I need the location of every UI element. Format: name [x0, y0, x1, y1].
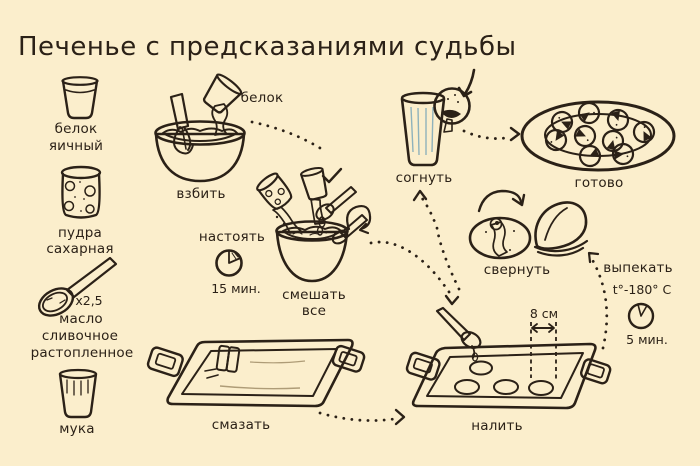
rest-time: 15 мин.: [211, 281, 261, 296]
arrow-into-glass-icon: [463, 68, 476, 96]
grease-label: смазать: [212, 417, 271, 433]
butter-label-line3: растопленное: [31, 345, 134, 361]
arrowhead-corner-icon: [587, 251, 600, 264]
bend-label: согнуть: [396, 170, 453, 186]
mix-bowl-icon: [256, 166, 372, 283]
grease-tray-icon: [146, 338, 366, 408]
path-whip-to-mix: [250, 120, 322, 150]
path-pour-to-bake: [591, 259, 609, 350]
pouring-glass-icon: [202, 73, 243, 114]
pour-tray-icon: [405, 306, 612, 410]
timer-15min-icon: [215, 249, 243, 277]
fortune-cookies-group: [544, 101, 656, 168]
pour-label: налить: [471, 418, 523, 434]
folded-cookie-icon: [534, 201, 588, 250]
sugar-label-line2: сахарная: [46, 241, 113, 257]
egg-white-label-line1: белок: [55, 121, 98, 137]
whip-pouring-label: белок: [241, 90, 284, 106]
bake-time: 5 мин.: [626, 332, 668, 347]
egg-white-label-line2: яичный: [49, 138, 103, 154]
fold-label: свернуть: [484, 262, 551, 278]
timer-5min-icon: [627, 302, 655, 330]
bake-temperature: t°-180° C: [613, 282, 672, 297]
whip-label: взбить: [176, 186, 225, 202]
arrowhead-right-icon: [509, 126, 521, 142]
stir-loop-arrow-icon: [346, 204, 372, 231]
fold-cookie-icon: [468, 189, 589, 260]
ready-label: готово: [575, 175, 624, 191]
butter-spoon-icon: [37, 256, 118, 317]
whisk-icon: [169, 92, 190, 131]
butter-drip-spoon-icon: [325, 186, 357, 214]
butter-label-line1: масло: [59, 311, 103, 327]
path-grease-to-pour: [318, 411, 396, 422]
arrowhead-up-icon: [412, 189, 428, 202]
mix-label-line2: все: [302, 303, 326, 319]
rest-label: настоять: [199, 229, 265, 245]
pouring-sugar-jar-icon: [256, 172, 293, 210]
path-pour-to-bend: [420, 196, 461, 291]
whip-bowl-icon: [154, 73, 246, 183]
mix-label-line1: смешать: [282, 287, 346, 303]
ready-plate-icon: [520, 100, 676, 172]
arrowhead-icon: [457, 86, 473, 98]
bend-glass-icon: [400, 87, 471, 167]
spacing-dimension: [530, 322, 557, 382]
pour-spacing-label: 8 см: [530, 306, 558, 321]
butter-quantity: x2,5: [75, 293, 102, 308]
arrowhead-down-icon: [444, 294, 460, 306]
checkmark-icon: [321, 167, 343, 184]
butter-label-line2: сливочное: [42, 328, 118, 344]
bake-label: выпекать: [603, 260, 673, 276]
sugar-label-line1: пудра: [58, 225, 102, 241]
page-title: Печенье с предсказаниями судьбы: [18, 32, 517, 62]
flip-arrow-icon: [477, 189, 523, 213]
egg-white-glass-icon: [61, 76, 99, 120]
pouring-flour-glass-icon: [300, 166, 328, 201]
flour-label: мука: [59, 421, 94, 437]
arrowhead-right-icon: [394, 408, 406, 426]
butter-stick-icon: [215, 344, 241, 373]
path-bend-to-ready: [462, 129, 513, 140]
powdered-sugar-jar-icon: [60, 165, 102, 219]
path-mix-to-pour: [369, 240, 454, 299]
pouring-spoon-icon: [435, 306, 472, 342]
fortune-paper-icon: [490, 221, 508, 257]
flour-glass-icon: [58, 368, 98, 419]
